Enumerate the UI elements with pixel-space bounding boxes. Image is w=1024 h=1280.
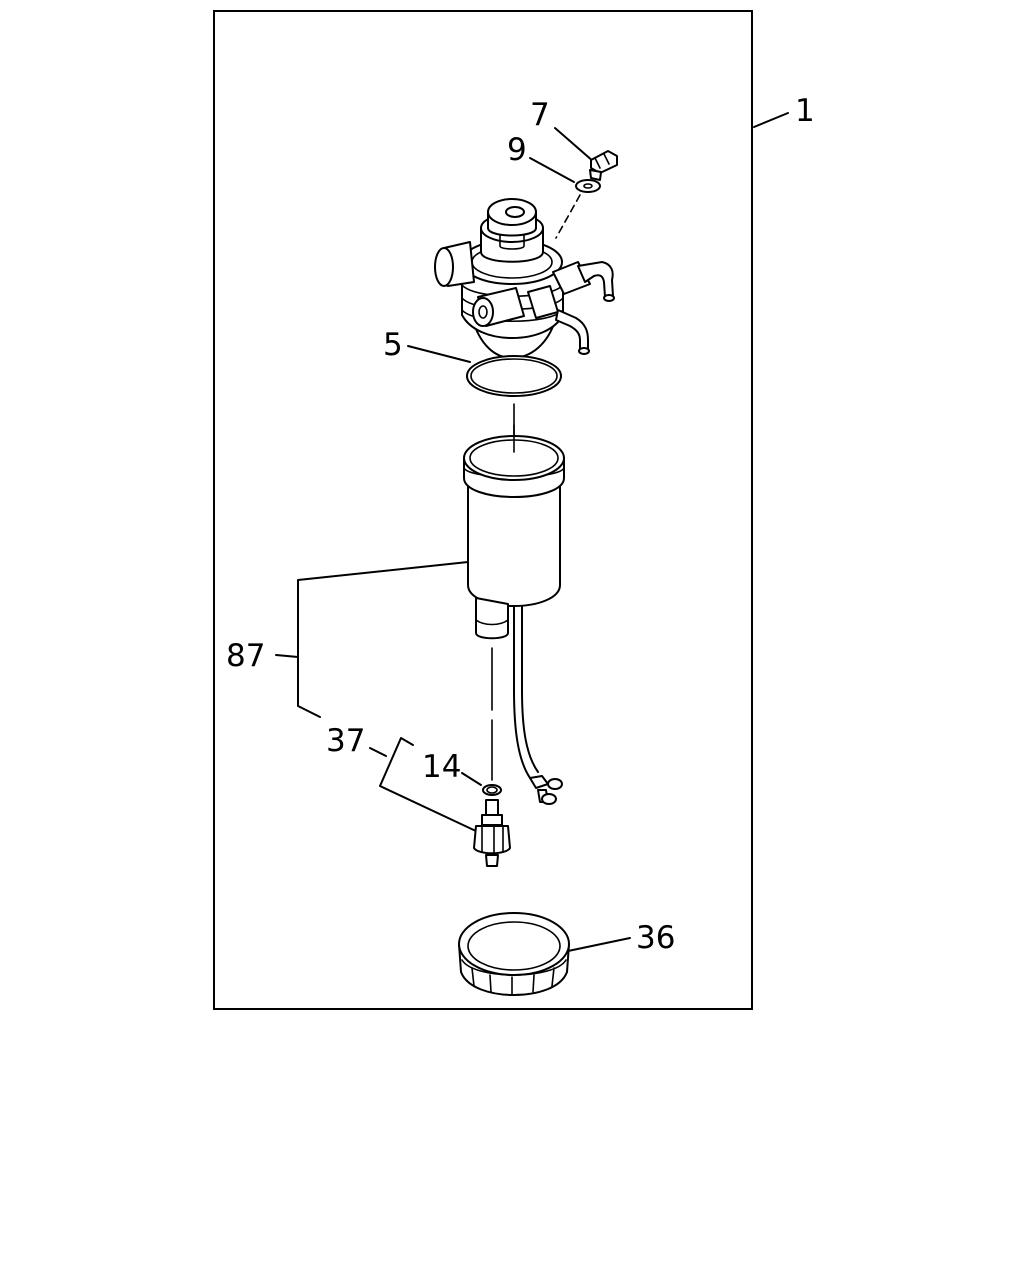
leader-87-tick bbox=[275, 654, 299, 658]
callout-36: 36 bbox=[636, 920, 675, 956]
leader-1 bbox=[753, 112, 789, 128]
sensor-o-ring bbox=[482, 784, 502, 796]
leader-37-tick bbox=[369, 747, 387, 757]
leader-37-bracket bbox=[379, 737, 479, 833]
callout-37: 37 bbox=[326, 723, 365, 759]
bleeder-screw bbox=[589, 150, 618, 181]
axis-dashed-line bbox=[555, 194, 581, 239]
callout-87: 87 bbox=[226, 638, 265, 674]
leader-9 bbox=[529, 157, 575, 183]
assembly-frame bbox=[213, 10, 753, 1010]
callout-14: 14 bbox=[422, 749, 461, 785]
leader-14 bbox=[461, 772, 482, 786]
leader-5 bbox=[407, 345, 471, 363]
washer bbox=[575, 179, 601, 193]
water-sensor bbox=[473, 799, 511, 867]
head-o-ring bbox=[466, 355, 562, 397]
callout-9: 9 bbox=[507, 132, 527, 168]
callout-1: 1 bbox=[795, 93, 815, 129]
retaining-ring bbox=[458, 912, 570, 996]
callout-5: 5 bbox=[383, 327, 403, 363]
leader-36 bbox=[567, 937, 631, 952]
leader-87-bracket bbox=[297, 561, 469, 718]
callout-7: 7 bbox=[530, 97, 550, 133]
filter-element bbox=[463, 424, 565, 805]
leader-7 bbox=[554, 127, 595, 163]
filter-head bbox=[434, 198, 615, 359]
